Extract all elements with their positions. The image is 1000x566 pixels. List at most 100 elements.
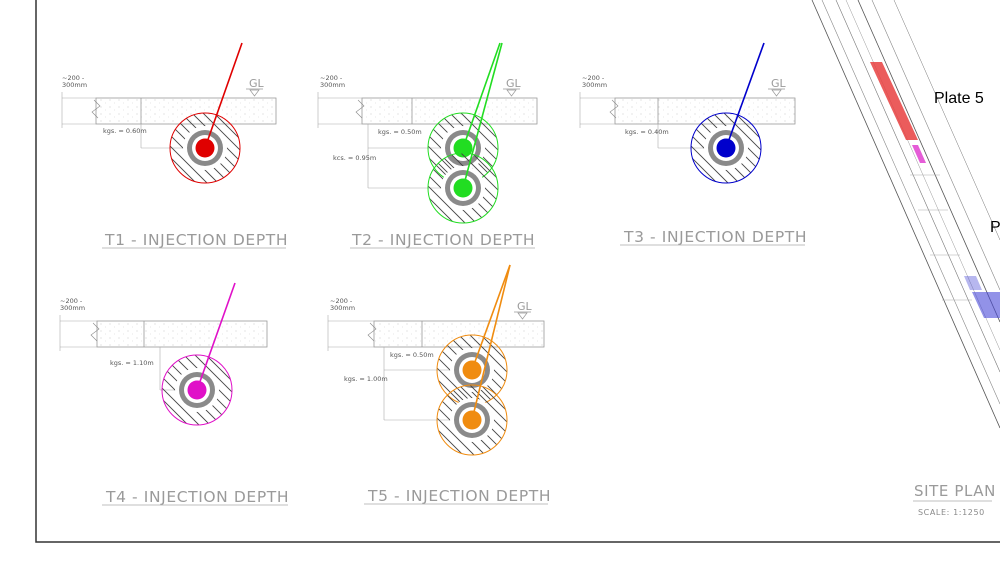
injection-marks-t1 [169, 42, 243, 184]
hatch-line [469, 335, 507, 405]
injection-line [204, 42, 243, 149]
ground-level-marker-icon [503, 88, 520, 97]
injection-line [471, 264, 511, 371]
hatch-line [213, 113, 240, 183]
hatch-line [437, 335, 464, 405]
detail-t3: ~200 - 300mm GL kgs. = 0.40m T3 - INJECT… [579, 42, 807, 246]
hatch-line [471, 113, 498, 183]
injection-marks-t2-lower [427, 42, 503, 224]
injection-point-icon [187, 380, 207, 400]
detail-t2: ~200 - 300mm GL kgs. = 0.50m kcs. = 0.95… [317, 42, 538, 249]
hatch-line [194, 355, 232, 425]
hatch-line [170, 113, 208, 183]
depth-label: kgs. = 0.40m [625, 128, 669, 136]
injection-point-icon [462, 410, 482, 430]
hatch-line [170, 113, 197, 183]
gl-label: GL [249, 77, 265, 90]
injection-line [462, 42, 503, 189]
injection-marks-t2-upper [427, 42, 501, 184]
hatch-line [691, 113, 718, 183]
hatch-line [428, 153, 466, 223]
top-note-2: 300mm [62, 81, 87, 89]
site-plan-scale: SCALE: 1:1250 [918, 508, 985, 517]
hatch-line [723, 113, 761, 183]
injection-line [471, 264, 511, 421]
top-note-2: 300mm [320, 81, 345, 89]
hatch-line [162, 355, 200, 425]
cross-section-t3: ~200 - 300mm GL kgs. = 0.40m [579, 74, 796, 149]
site-plan-highlight-blue [972, 292, 1000, 318]
injection-point-icon [453, 138, 473, 158]
hatch-line [437, 385, 475, 455]
detail-caption: T1 - INJECTION DEPTH [104, 231, 288, 249]
injection-zone-outline [169, 112, 241, 184]
sheet-frame [35, 0, 1000, 543]
ground-level-marker-icon [768, 88, 785, 97]
injection-point-icon [462, 360, 482, 380]
injection-line [725, 42, 765, 149]
hatch-line [162, 355, 189, 425]
top-note-2: 300mm [582, 81, 607, 89]
injection-line [196, 282, 236, 391]
concrete-slab [361, 97, 538, 125]
hatch-line [734, 113, 761, 183]
detail-caption: T3 - INJECTION DEPTH [623, 228, 807, 246]
site-plan-strip [811, 0, 1000, 429]
injection-marks-t5-lower [436, 264, 511, 456]
detail-caption: T5 - INJECTION DEPTH [367, 487, 551, 505]
plate-label: Plate 5 [934, 90, 984, 107]
hatch-line [460, 153, 498, 223]
plate-label-partial: P [990, 219, 1000, 236]
concrete-slab [373, 320, 545, 348]
injection-zone-outline [690, 112, 762, 184]
hatch-line [428, 113, 455, 183]
hatch-line [437, 335, 475, 405]
site-plan-highlight-red [870, 62, 918, 140]
top-note-1: ~200 - [320, 74, 343, 82]
hatch-line [691, 113, 729, 183]
gl-label: GL [771, 77, 787, 90]
injection-zone-outline [161, 354, 233, 426]
detail-caption: T2 - INJECTION DEPTH [351, 231, 535, 249]
cross-section-t5: ~200 - 300mm GL kgs. = 0.50m kgs. = 1.00… [327, 297, 545, 421]
hatch-line [480, 385, 507, 455]
depth-label: kgs. = 1.00m [344, 375, 388, 383]
site-plan-highlight-magenta [912, 145, 926, 163]
hatch-line [437, 385, 464, 455]
cross-section-t1: ~200 - 300mm GL kgs. = 0.60m [61, 74, 277, 149]
concrete-slab [95, 97, 277, 125]
depth-label: kgs. = 1.10m [110, 359, 154, 367]
top-note-2: 300mm [330, 304, 355, 312]
concrete-slab [96, 320, 268, 348]
top-note-1: ~200 - [330, 297, 353, 305]
injection-marks-t5-upper [436, 264, 511, 406]
injection-point-icon [716, 138, 736, 158]
injection-point-icon [195, 138, 215, 158]
injection-marks-t3 [690, 42, 765, 184]
site-plan-title: SITE PLAN [914, 482, 996, 500]
detail-t4: ~200 - 300mm kgs. = 1.10m T4 - INJECTION… [59, 282, 289, 506]
gl-label: GL [517, 300, 533, 313]
top-note-1: ~200 - [62, 74, 85, 82]
hatch-line [202, 113, 240, 183]
depth-label: kgs. = 0.50m [378, 128, 422, 136]
injection-point-icon [453, 178, 473, 198]
injection-zone-outline [436, 384, 508, 456]
injection-zone-outline [427, 152, 499, 224]
detail-caption: T4 - INJECTION DEPTH [105, 488, 289, 506]
detail-t5: ~200 - 300mm GL kgs. = 0.50m kgs. = 1.00… [327, 264, 551, 505]
depth-label: kgs. = 0.50m [390, 351, 434, 359]
ground-level-marker-icon [246, 88, 263, 97]
detail-t1: ~200 - 300mm GL kgs. = 0.60m T1 - INJECT… [61, 42, 288, 249]
top-note-1: ~200 - [60, 297, 83, 305]
ground-level-marker-icon [514, 311, 531, 320]
hatch-line [469, 385, 507, 455]
cross-section-t4: ~200 - 300mm kgs. = 1.10m [59, 297, 268, 391]
hatch-line [471, 153, 498, 223]
depth-label: kcs. = 0.95m [333, 154, 376, 162]
hatch-line [428, 153, 455, 223]
hatch-line [480, 335, 507, 405]
injection-marks-t4 [161, 282, 236, 426]
cross-section-t2: ~200 - 300mm GL kgs. = 0.50m kcs. = 0.95… [317, 74, 538, 189]
